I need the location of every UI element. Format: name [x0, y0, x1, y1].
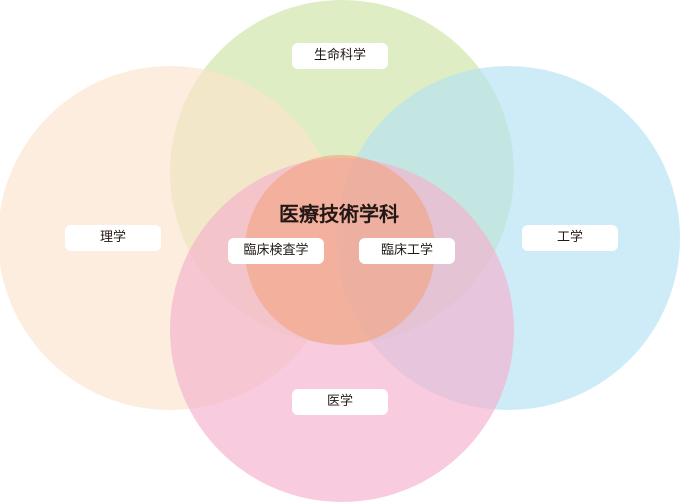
- life-science-label: 生命科学: [292, 43, 388, 69]
- clinical-eng-label: 臨床工学: [359, 238, 455, 264]
- medicine-label: 医学: [292, 389, 388, 415]
- center-circle: [245, 155, 435, 345]
- science-label: 理学: [65, 225, 161, 251]
- engineering-label: 工学: [522, 225, 618, 251]
- department-title: 医療技術学科: [279, 202, 399, 226]
- clinical-lab-label: 臨床検査学: [228, 238, 324, 264]
